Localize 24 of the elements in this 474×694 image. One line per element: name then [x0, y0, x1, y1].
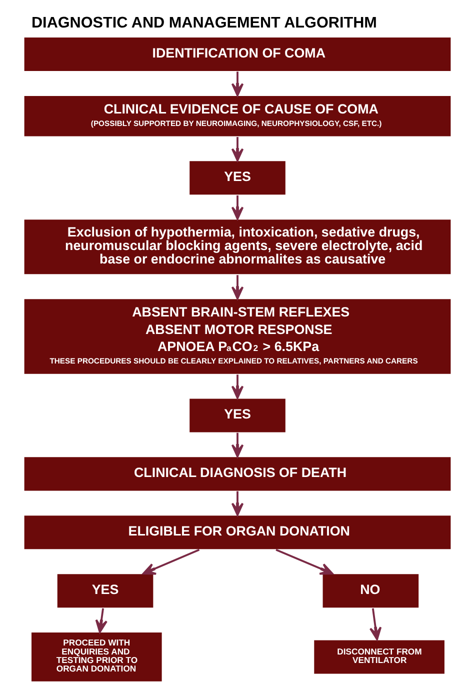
node-box: CLINICAL DIAGNOSIS OF DEATH	[22, 456, 452, 492]
node-box: IDENTIFICATION OF COMA	[22, 36, 452, 72]
node-box: ELIGIBLE FOR ORGAN DONATION	[22, 514, 452, 550]
arrow	[94, 608, 107, 633]
arrow	[275, 548, 333, 575]
arrow	[230, 374, 244, 399]
node-box: Exclusion of hypothermia, intoxication, sedative drugs, neuromuscular blocking agents, severe electrolyte, acid base or endocrine abnormalites as causative	[22, 218, 452, 276]
arrow	[230, 72, 244, 96]
arrow	[368, 608, 382, 640]
node-box: DISCONNECT FROM VENTILATOR	[312, 639, 445, 675]
node-box: ABSENT BRAIN-STEM REFLEXES ABSENT MOTOR RESPONSE APNOEA PaCO2 > 6.5KPa THESE PROCEDURES SHOULD BE CLEARLY EXPLAINED TO RELATIVES, PARTNERS AND CARERS	[22, 298, 452, 375]
arrow	[230, 491, 244, 516]
arrow	[230, 136, 244, 162]
node-box: CLINICAL EVIDENCE OF CAUSE OF COMA (POSSIBLY SUPPORTED BY NEUROIMAGING, NEUROPHYSIOLOGY, CSF, ETC.)	[22, 95, 452, 138]
node-box: PROCEED WITH ENQUIRIES AND TESTING PRIOR TO ORGAN DONATION	[30, 632, 162, 682]
arrow	[230, 432, 244, 458]
arrow	[142, 548, 200, 575]
diagram-title: DIAGNOSTIC AND MANAGEMENT ALGORITHM	[31, 14, 376, 32]
node-box: NO	[321, 573, 420, 609]
node-box: YES	[56, 573, 154, 609]
arrow	[230, 195, 244, 220]
node-box: YES	[188, 398, 286, 434]
node-box: YES	[188, 160, 286, 196]
arrow	[230, 275, 244, 300]
